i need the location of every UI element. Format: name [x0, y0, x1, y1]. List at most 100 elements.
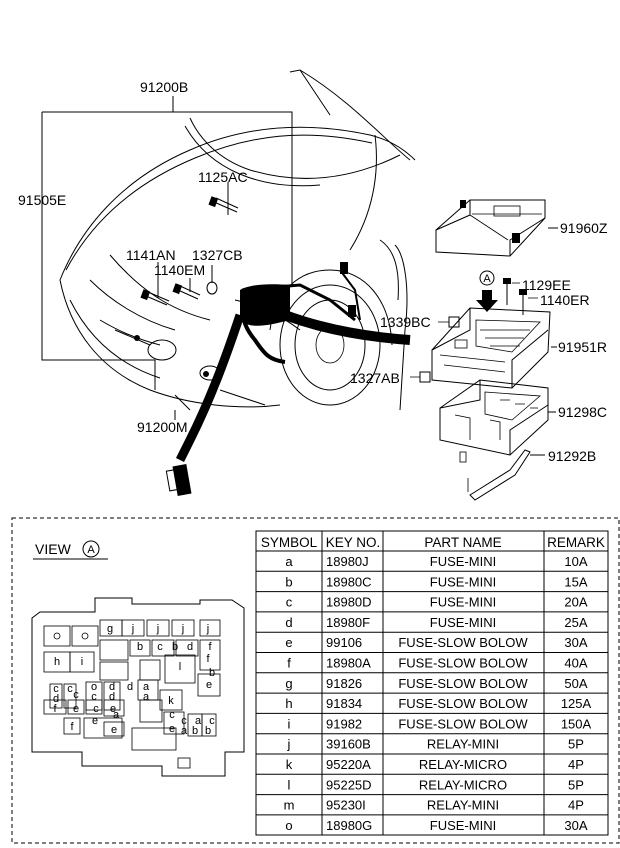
cell-key-no: 18980D	[326, 595, 372, 610]
cell-part-name: FUSE-MINI	[430, 574, 496, 589]
view-label: VIEW	[35, 541, 72, 557]
fuse-slot-e: e	[73, 703, 79, 715]
cell-remark: 30A	[564, 635, 587, 650]
callout-1141AN: 1141AN	[126, 247, 176, 263]
fuse-box-lower-case	[439, 379, 549, 463]
cell-symbol: b	[285, 574, 292, 589]
fuse-slot-c: c	[91, 691, 97, 703]
fuse-slot-c: c	[157, 641, 163, 653]
fuse-slot-d: d	[109, 691, 115, 703]
callout-91298C: 91298C	[558, 404, 607, 420]
fuse-slot-c: c	[73, 689, 79, 701]
fuse-slot-c: c	[53, 683, 59, 695]
callout-91292B: 91292B	[548, 448, 596, 464]
cell-remark: 30A	[564, 818, 587, 833]
fuse-slot-b: b	[205, 725, 211, 737]
cell-key-no: 18980F	[326, 615, 370, 630]
callout-1140EM: 1140EM	[154, 262, 205, 278]
fuse-slot-f: f	[206, 653, 210, 665]
cell-symbol: a	[285, 554, 293, 569]
fuse-slot-c: c	[181, 715, 187, 727]
callout-A: A	[483, 273, 491, 285]
fuse-box-body	[431, 307, 551, 389]
cell-key-no: 95220A	[326, 757, 371, 772]
cell-symbol: e	[285, 635, 292, 650]
callout-91951R: 91951R	[558, 339, 607, 355]
vehicle-illustration	[59, 69, 416, 411]
cell-remark: 5P	[568, 737, 584, 752]
header-key-no: KEY NO.	[326, 535, 381, 550]
fuse-slot-o: o	[91, 681, 97, 693]
cell-part-name: FUSE-SLOW BOLOW	[398, 635, 528, 650]
cell-key-no: 91982	[326, 716, 362, 731]
cell-remark: 25A	[564, 615, 587, 630]
header-part-name: PART NAME	[424, 535, 501, 550]
fuse-slot-a: a	[143, 691, 150, 703]
callout-91505E: 91505E	[18, 192, 66, 208]
cell-part-name: RELAY-MINI	[427, 798, 499, 813]
fuse-slot-k: k	[168, 695, 174, 707]
fuse-slot-l: l	[179, 661, 181, 673]
cell-symbol: d	[285, 615, 292, 630]
fuse-slot-c: c	[93, 703, 99, 715]
cell-part-name: FUSE-SLOW BOLOW	[398, 716, 528, 731]
fuse-slot-a: a	[195, 715, 202, 727]
fuse-slot-c: c	[169, 709, 175, 721]
cell-symbol: m	[284, 798, 295, 813]
fuse-slot-j: j	[206, 623, 209, 635]
fuse-slot-a: a	[143, 681, 150, 693]
fuse-slot-d: d	[53, 693, 59, 705]
cell-remark: 15A	[564, 574, 587, 589]
wire-harness	[165, 262, 411, 496]
fuse-slot-d: d	[187, 641, 193, 653]
cell-part-name: FUSE-MINI	[430, 595, 496, 610]
callout-91200M: 91200M	[137, 419, 188, 435]
cell-key-no: 91834	[326, 696, 362, 711]
cell-key-no: 18980G	[326, 818, 372, 833]
fuse-slot-h: h	[54, 656, 60, 668]
fuse-slot-b: b	[192, 725, 198, 737]
cell-part-name: FUSE-MINI	[430, 615, 496, 630]
view-letter: A	[87, 544, 95, 556]
fuse-box-cover	[435, 199, 546, 257]
callout-1129EE: 1129EE	[522, 277, 571, 293]
fuse-slot-e: e	[111, 724, 117, 736]
cell-remark: 125A	[561, 696, 592, 711]
cell-symbol: g	[285, 676, 292, 691]
cell-key-no: 39160B	[326, 737, 371, 752]
cell-part-name: RELAY-MINI	[427, 737, 499, 752]
fuse-slot-d: d	[127, 681, 133, 693]
cell-symbol: o	[285, 818, 292, 833]
fuse-slot-j: j	[156, 623, 159, 635]
bolt-icons	[134, 196, 239, 377]
cell-remark: 4P	[568, 757, 584, 772]
cell-part-name: FUSE-MINI	[430, 554, 496, 569]
cell-symbol: c	[286, 595, 293, 610]
cell-part-name: FUSE-SLOW BOLOW	[398, 676, 528, 691]
view-a-panel	[11, 517, 620, 844]
fuse-slot-f: f	[53, 703, 57, 715]
callout-91960Z: 91960Z	[560, 220, 608, 236]
fuse-slot-e: e	[206, 679, 212, 691]
fuse-slot-b: b	[172, 641, 178, 653]
fuse-slot-e: e	[92, 715, 98, 727]
cell-key-no: 18980J	[326, 554, 369, 569]
cell-symbol: h	[285, 696, 292, 711]
cell-key-no: 95225D	[326, 777, 372, 792]
cell-remark: 40A	[564, 656, 587, 671]
fuse-slot-j: j	[131, 623, 134, 635]
callout-1327CB: 1327CB	[192, 247, 243, 263]
cell-remark: 20A	[564, 595, 587, 610]
fuse-box-top-view	[31, 597, 245, 777]
cell-remark: 150A	[561, 716, 592, 731]
cell-remark: 4P	[568, 798, 584, 813]
cell-remark: 10A	[564, 554, 587, 569]
fuse-slot-j: j	[181, 623, 184, 635]
cell-symbol: f	[287, 656, 291, 671]
cell-key-no: 91826	[326, 676, 362, 691]
fuse-slot-i: i	[81, 656, 83, 668]
fuse-slot-d: d	[109, 681, 115, 693]
cell-remark: 5P	[568, 777, 584, 792]
